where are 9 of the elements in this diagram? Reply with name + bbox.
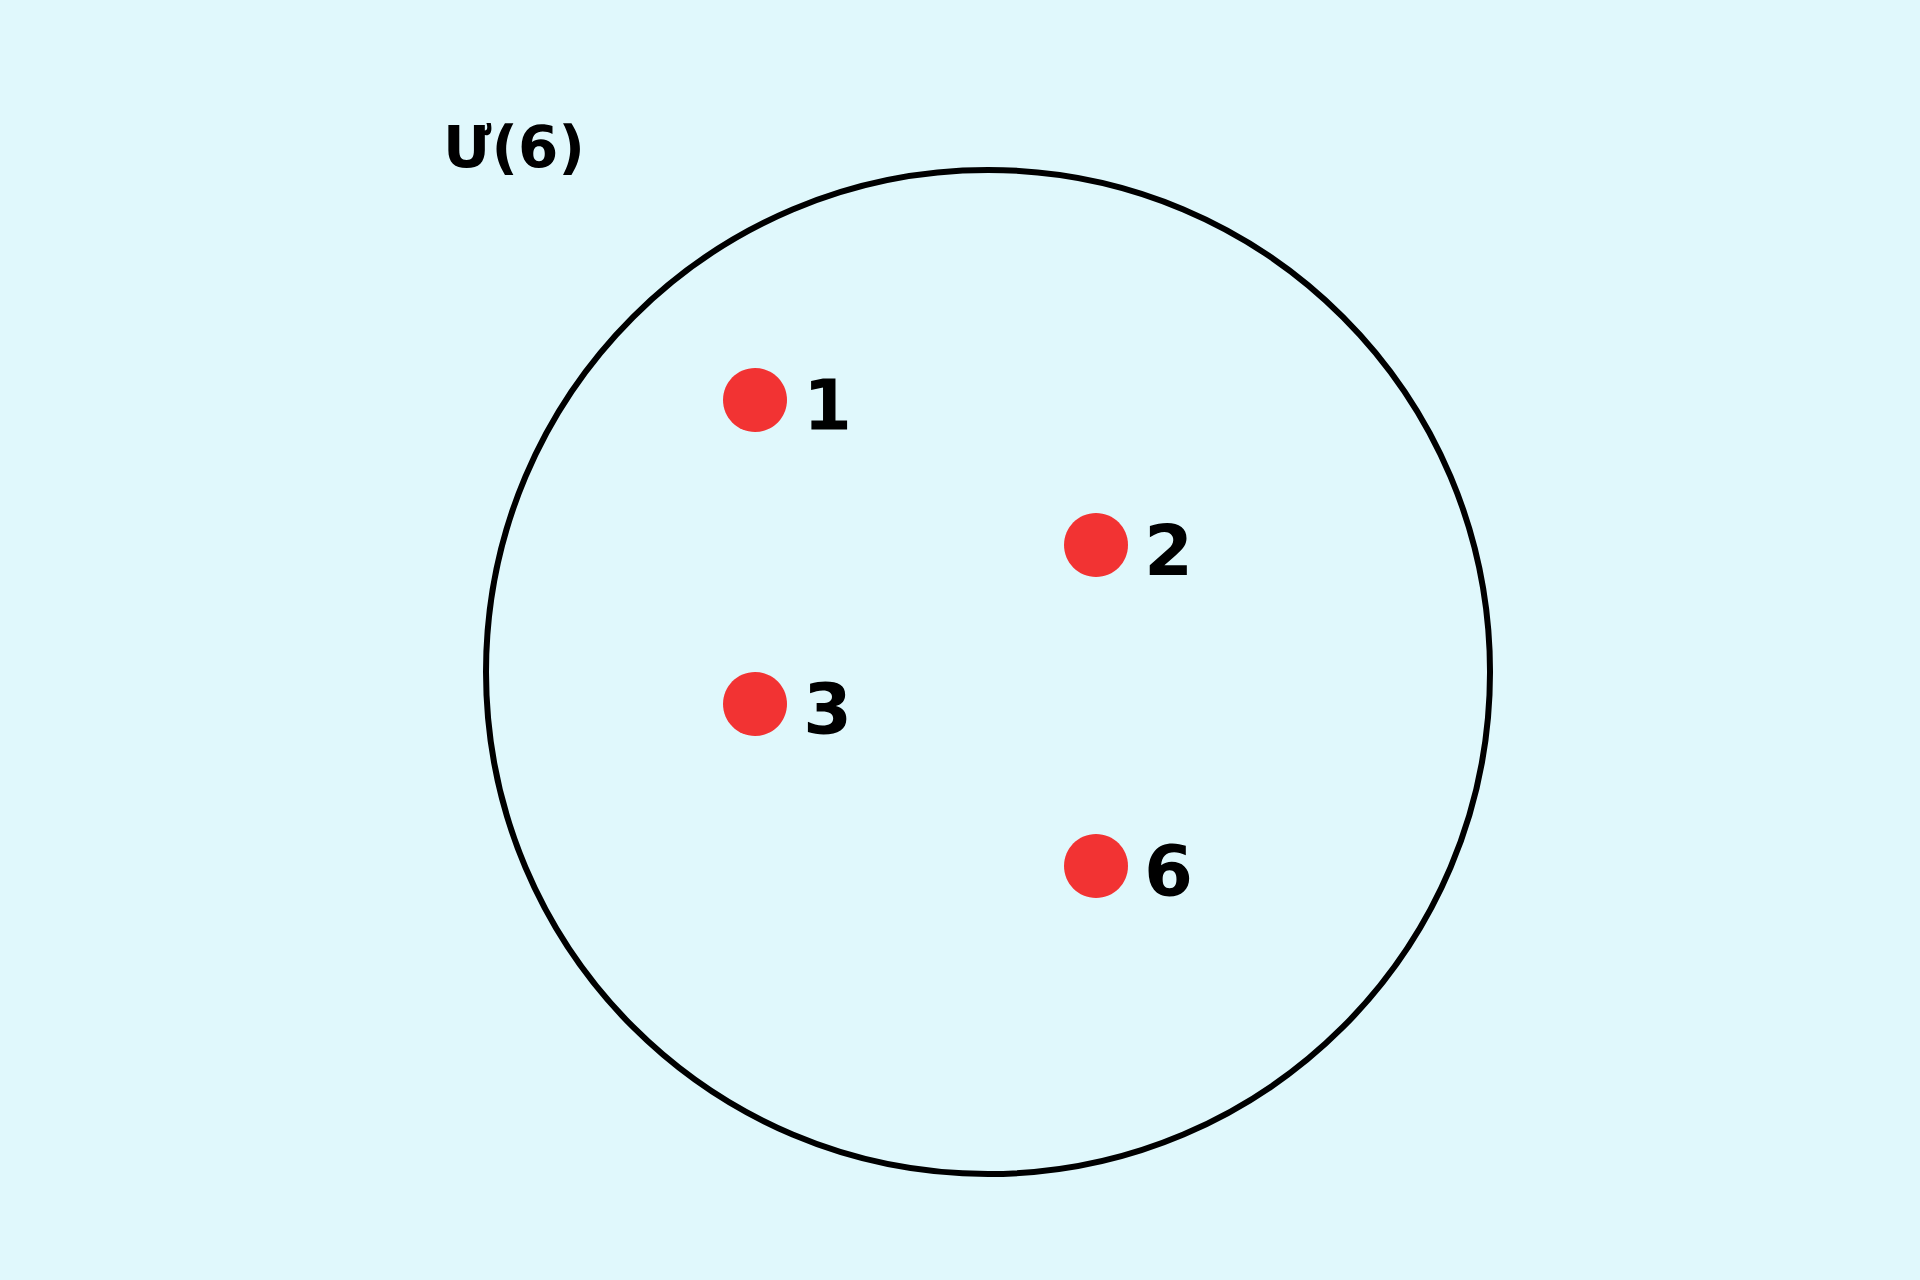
element-label: 1 (811, 378, 848, 430)
dot (1064, 513, 1128, 577)
element-label: 3 (807, 681, 847, 735)
dot (1064, 834, 1128, 898)
dot (723, 368, 787, 432)
element-label: 2 (1149, 523, 1187, 575)
dot (723, 672, 787, 736)
element-label: 6 (1148, 843, 1190, 897)
set-title: Ư(6) (448, 123, 580, 175)
